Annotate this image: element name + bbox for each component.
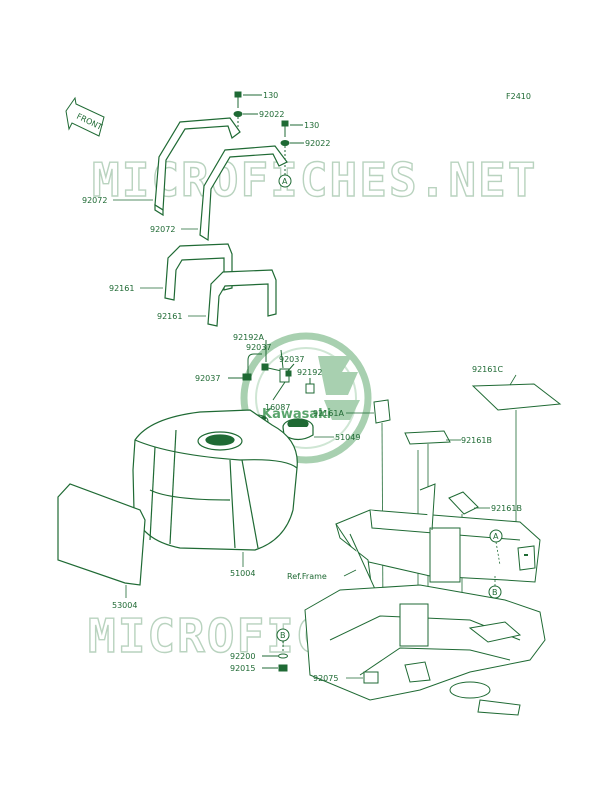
- svg-text:B: B: [280, 631, 286, 640]
- pad-92161B-a: [404, 430, 451, 445]
- label-92161C: 92161C: [472, 365, 503, 374]
- pad-92161A: [373, 399, 391, 424]
- label-92200: 92200: [230, 652, 255, 661]
- label-92037-c: 92037: [195, 374, 220, 383]
- label-92192: 92192: [297, 368, 322, 377]
- label-130-a: 130: [263, 91, 278, 100]
- label-16087: 16087: [265, 403, 290, 412]
- bolt-washer-group: [233, 91, 304, 162]
- label-92015: 92015: [230, 664, 255, 673]
- pad-92161B-b: [448, 491, 479, 515]
- label-92072-b: 92072: [150, 225, 175, 234]
- figure-code: F2410: [506, 92, 531, 101]
- svg-text:A: A: [493, 532, 499, 541]
- callout-b-right: B: [488, 585, 502, 599]
- heat-shield-53004: [57, 483, 146, 586]
- label-92161-a: 92161: [109, 284, 134, 293]
- fuel-tank-51004: [132, 409, 298, 551]
- label-53004: 53004: [112, 601, 137, 610]
- callout-a-top: A: [278, 174, 292, 188]
- pad-92161C: [471, 383, 562, 411]
- label-92037-b: 92037: [279, 355, 304, 364]
- rubber-strap-92161-b: [207, 269, 277, 327]
- label-92037-a: 92037: [246, 343, 271, 352]
- label-92192A: 92192A: [233, 333, 264, 342]
- washer-nut-group: [262, 641, 288, 672]
- strap-bracket-92072-a: [154, 117, 241, 217]
- label-92075: 92075: [313, 674, 338, 683]
- callout-b-bottom: B: [276, 628, 290, 642]
- strap-bracket-92072-b: [199, 145, 288, 242]
- callout-a-right: A: [489, 529, 503, 543]
- label-92161A: 92161A: [313, 409, 344, 418]
- label-92161B-b: 92161B: [491, 504, 522, 513]
- label-51004: 51004: [230, 569, 255, 578]
- logo-text: Kawasaki: [262, 407, 331, 422]
- label-ref-frame: Ref.Frame: [287, 572, 327, 581]
- vent-hose-assembly: [228, 340, 315, 401]
- label-92022-b: 92022: [305, 139, 330, 148]
- label-130-b: 130: [304, 121, 319, 130]
- frame-reference: [304, 483, 546, 716]
- fuel-cap-51049: [282, 418, 314, 441]
- label-92161-b: 92161: [157, 312, 182, 321]
- label-92072-a: 92072: [82, 196, 107, 205]
- clip-92075: [363, 671, 379, 684]
- label-92161B-a: 92161B: [461, 436, 492, 445]
- label-51049: 51049: [335, 433, 360, 442]
- rubber-strap-92161-a: [164, 243, 233, 301]
- svg-text:B: B: [492, 588, 498, 597]
- svg-text:A: A: [282, 177, 288, 186]
- kawasaki-logo: Kawasaki: [240, 332, 372, 464]
- front-arrow-icon: FRONT: [65, 96, 105, 137]
- label-92022-a: 92022: [259, 110, 284, 119]
